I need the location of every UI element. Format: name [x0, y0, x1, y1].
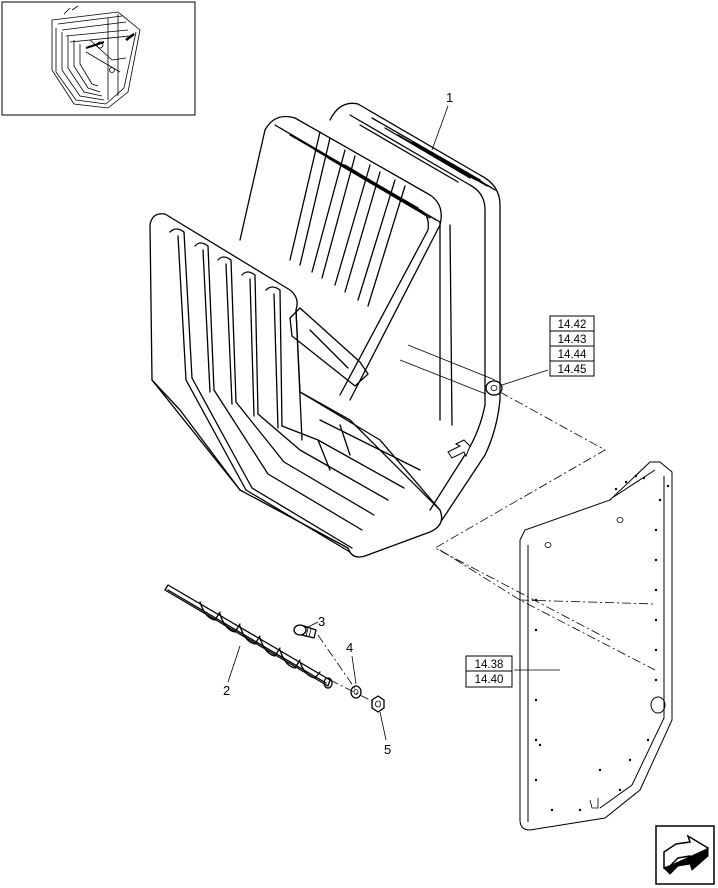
ref-14-38[interactable]: 14.38 [475, 659, 504, 671]
reference-box-top[interactable]: 14.42 14.43 14.44 14.45 [549, 315, 595, 377]
bolt [293, 624, 317, 639]
pan-assembly [149, 102, 503, 558]
ref-14-43[interactable]: 14.43 [558, 334, 587, 346]
callout-5: 5 [384, 742, 391, 757]
callout-4: 4 [346, 640, 353, 655]
nut [371, 695, 385, 713]
ref-14-40[interactable]: 14.40 [475, 674, 504, 686]
ref-14-44[interactable]: 14.44 [558, 349, 587, 361]
callout-2: 2 [223, 683, 230, 698]
ref-14-45[interactable]: 14.45 [558, 364, 587, 376]
reference-box-panel[interactable]: 14.38 14.40 [465, 655, 513, 688]
thumbnail-overview[interactable] [1, 1, 196, 116]
leader-lines [227, 105, 560, 741]
washer [350, 685, 362, 699]
ref-14-42[interactable]: 14.42 [558, 319, 587, 331]
callout-3: 3 [318, 614, 325, 629]
side-panel [519, 461, 673, 831]
next-page-arrow-icon[interactable] [655, 825, 715, 885]
flow-arrow-icon [447, 439, 471, 459]
callout-1: 1 [446, 90, 453, 105]
